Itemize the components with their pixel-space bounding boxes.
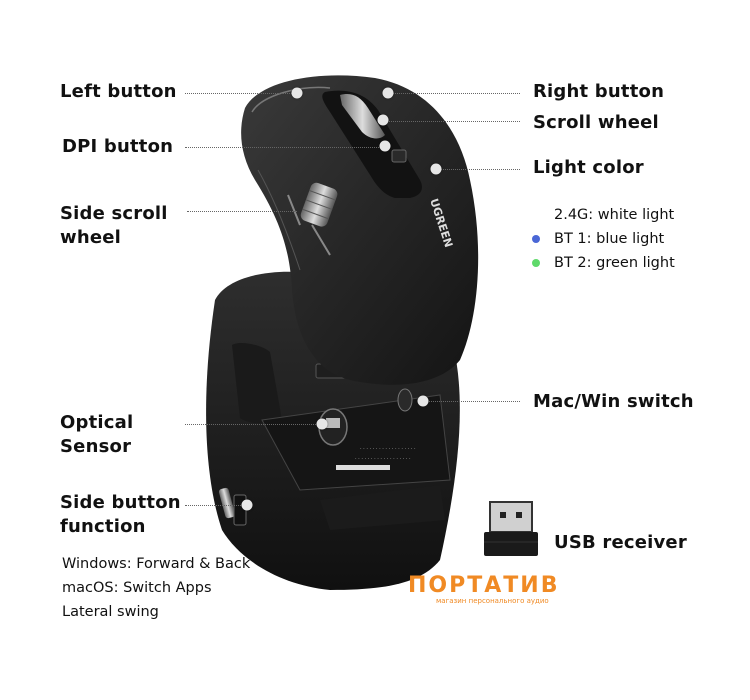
label-left-button: Left button (60, 81, 177, 102)
detail-windows: Windows: Forward & Back (62, 556, 251, 572)
callout-dot-left-button (291, 87, 303, 99)
leader-mac-win (422, 401, 520, 402)
label-optical-sensor: Optical Sensor (60, 411, 133, 459)
watermark-logo: ПОРТАТИВ магазин персонального аудио (408, 575, 559, 606)
mouse-top-view: UGREEN (241, 75, 479, 385)
watermark-tagline: магазин персонального аудио (436, 597, 549, 605)
green-dot-icon (532, 259, 540, 267)
side-button-details: Windows: Forward & Back macOS: Switch Ap… (62, 552, 250, 624)
callout-dot-side-button (241, 499, 253, 511)
svg-text:· · · · · · · · · · · · · · ·: · · · · · · · · · · · · · · · · · · (355, 456, 411, 462)
light-white: 2.4G: white light (532, 203, 675, 227)
label-right-button: Right button (533, 81, 665, 102)
label-line: Optical (60, 412, 134, 433)
light-color-details: 2.4G: white light BT 1: blue light BT 2:… (532, 203, 675, 275)
leader-optical-sensor (185, 424, 322, 425)
blue-dot-icon (532, 235, 540, 243)
label-dpi-button: DPI button (62, 136, 174, 157)
callout-dot-right-button (382, 87, 394, 99)
leader-light-color (436, 169, 520, 170)
label-side-scroll-wheel: Side scroll wheel (60, 202, 168, 250)
leader-dpi-button (185, 147, 385, 148)
callout-dot-scroll-wheel (377, 114, 389, 126)
label-side-button-function: Side button function (60, 491, 181, 539)
callout-dot-dpi-button (379, 140, 391, 152)
detail-lateral: Lateral swing (62, 604, 159, 620)
label-line: Sensor (60, 436, 132, 457)
leader-side-button (185, 505, 241, 506)
label-line: Side scroll (60, 203, 168, 224)
callout-dot-light-color (430, 163, 442, 175)
label-line: function (60, 516, 146, 537)
light-blue: BT 1: blue light (532, 227, 675, 251)
white-dot-icon (532, 211, 540, 219)
leader-scroll-wheel (384, 121, 520, 122)
light-green: BT 2: green light (532, 251, 675, 275)
callout-dot-optical-sensor (316, 418, 328, 430)
label-line: Side button (60, 492, 181, 513)
label-scroll-wheel: Scroll wheel (533, 112, 659, 133)
leader-side-scroll (187, 211, 297, 212)
leader-right-button (388, 93, 520, 94)
detail-macos: macOS: Switch Apps (62, 580, 212, 596)
label-usb-receiver: USB receiver (554, 532, 687, 553)
callout-dot-mac-win (417, 395, 429, 407)
label-line: wheel (60, 227, 122, 248)
usb-receiver-image (484, 501, 538, 556)
svg-text:· · · · · · · · · · · · · · ·: · · · · · · · · · · · · · · · · · · (360, 446, 416, 452)
label-light-color: Light color (533, 157, 644, 178)
label-mac-win-switch: Mac/Win switch (533, 391, 694, 412)
leader-left-button (185, 93, 298, 94)
watermark-name: ПОРТАТИВ (408, 573, 560, 598)
